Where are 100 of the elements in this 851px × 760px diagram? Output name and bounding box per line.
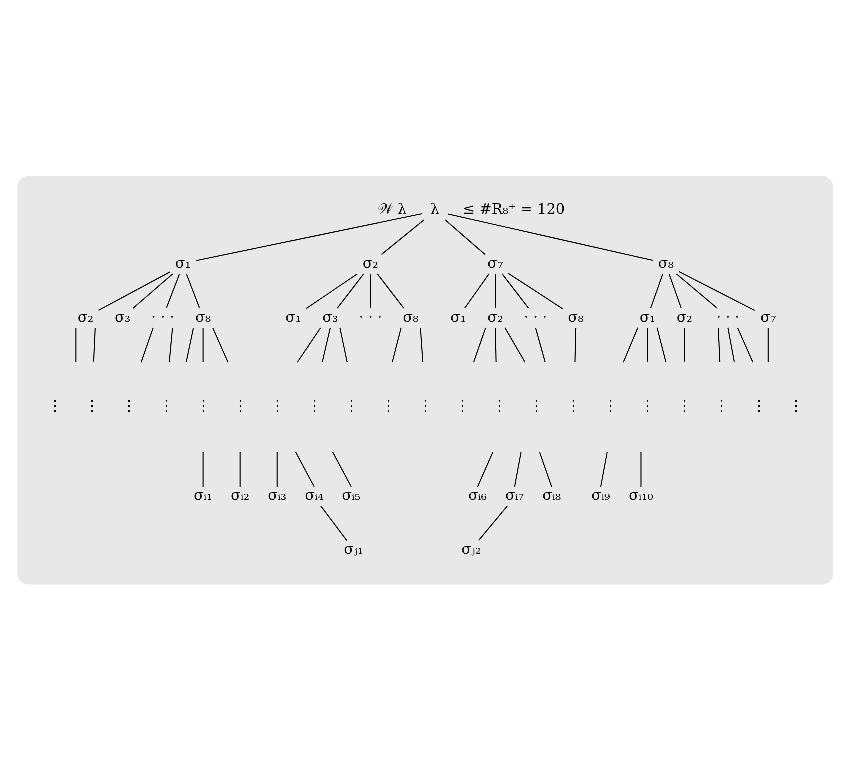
- label: ⋮: [344, 398, 358, 415]
- connector: [140, 327, 154, 362]
- label: ⋮: [752, 398, 766, 415]
- label: ⋮: [604, 398, 618, 415]
- label: ⋮: [678, 398, 692, 415]
- node-text: σⱼ₁: [344, 542, 364, 558]
- node-text: σ₈: [195, 309, 212, 326]
- connector: [132, 273, 174, 308]
- connector: [502, 273, 530, 308]
- connector: [647, 328, 648, 362]
- label: ⋮: [233, 398, 248, 415]
- connector: [377, 273, 404, 308]
- connector: [332, 452, 352, 487]
- connector: [650, 273, 664, 308]
- connector: [718, 327, 721, 362]
- node-text: σ₁: [286, 309, 302, 326]
- node-text: σ₇: [488, 255, 504, 272]
- label: ⋮: [788, 398, 803, 415]
- connector: [240, 452, 241, 486]
- label: ⋮: [714, 398, 729, 415]
- connector: [535, 327, 546, 362]
- connector: [392, 327, 402, 362]
- node-text: σ₇: [760, 309, 776, 326]
- connector: [420, 327, 424, 362]
- connector: [306, 273, 358, 309]
- node-text: · · ·: [359, 309, 382, 326]
- connector: [186, 273, 200, 308]
- connector: [495, 274, 496, 308]
- label: ⋮: [456, 398, 470, 415]
- node-text: · · ·: [152, 309, 175, 326]
- node-text: σ₁: [640, 309, 656, 326]
- node-text: σ₃: [114, 309, 131, 326]
- node-text: σⱼ₂: [462, 542, 482, 558]
- connector: [381, 219, 425, 255]
- node-text: σᵢ₄: [305, 488, 324, 504]
- connector: [448, 213, 654, 261]
- connector: [464, 273, 490, 308]
- node-text: λ: [430, 202, 440, 218]
- node-text: σᵢ₆: [468, 488, 488, 504]
- connector: [166, 273, 180, 308]
- node-text: σ₈: [568, 309, 584, 326]
- node-text: σ₂: [78, 309, 94, 326]
- node-text: · · ·: [524, 309, 548, 326]
- connector: [340, 327, 348, 362]
- cluster: [18, 176, 834, 584]
- node-text: σ₈: [403, 309, 419, 326]
- connector: [93, 327, 96, 362]
- connector: [768, 328, 769, 362]
- connector: [76, 328, 77, 362]
- connector: [684, 328, 686, 362]
- connector: [320, 505, 348, 540]
- label: ⋮: [122, 398, 136, 415]
- connector: [196, 213, 422, 261]
- connector: [623, 327, 638, 362]
- label: ⋮: [530, 398, 544, 415]
- connector: [297, 327, 322, 362]
- connector: [473, 327, 486, 362]
- label: ⋮: [640, 398, 655, 415]
- node-text: σᵢ₂: [231, 488, 250, 504]
- connector: [504, 327, 526, 362]
- connector: [508, 272, 564, 310]
- connector: [186, 327, 194, 362]
- node-text: σ₂: [488, 309, 504, 326]
- connector: [276, 452, 278, 486]
- label: ⋮: [196, 398, 210, 415]
- connector: [600, 452, 608, 487]
- node-text: σ₁: [175, 255, 192, 272]
- connector: [169, 327, 174, 362]
- connector: [574, 327, 577, 362]
- connector: [202, 452, 204, 486]
- node-text: σ₂: [362, 255, 379, 272]
- connector: [98, 271, 170, 311]
- node-text: σᵢ₉: [592, 488, 610, 504]
- connector: [656, 327, 667, 362]
- label: ⋮: [381, 398, 396, 415]
- node-text: σᵢ₁₀: [629, 488, 654, 504]
- connector: [539, 452, 552, 487]
- connector: [370, 274, 372, 308]
- connector: [445, 219, 486, 255]
- label: ⋮: [159, 398, 174, 415]
- connector: [478, 505, 508, 540]
- connector: [212, 327, 229, 362]
- label: ⋮: [270, 398, 284, 415]
- connector: [737, 327, 754, 362]
- connector: [668, 273, 682, 308]
- connector: [640, 452, 642, 486]
- label: ⋮: [492, 398, 507, 415]
- node-text: σ₁: [450, 309, 466, 326]
- node-text: σᵢ₁: [194, 488, 213, 504]
- label: ⋮: [85, 398, 100, 415]
- connector: [202, 328, 204, 362]
- connector: [514, 452, 522, 487]
- label: ⋮: [307, 398, 322, 415]
- connector: [495, 327, 497, 362]
- node-text: σᵢ₇: [506, 488, 524, 504]
- connector: [676, 273, 718, 309]
- label: ⋮: [566, 398, 581, 415]
- label: ⋮: [48, 398, 62, 415]
- label: ⋮: [418, 398, 432, 415]
- connector: [477, 452, 494, 487]
